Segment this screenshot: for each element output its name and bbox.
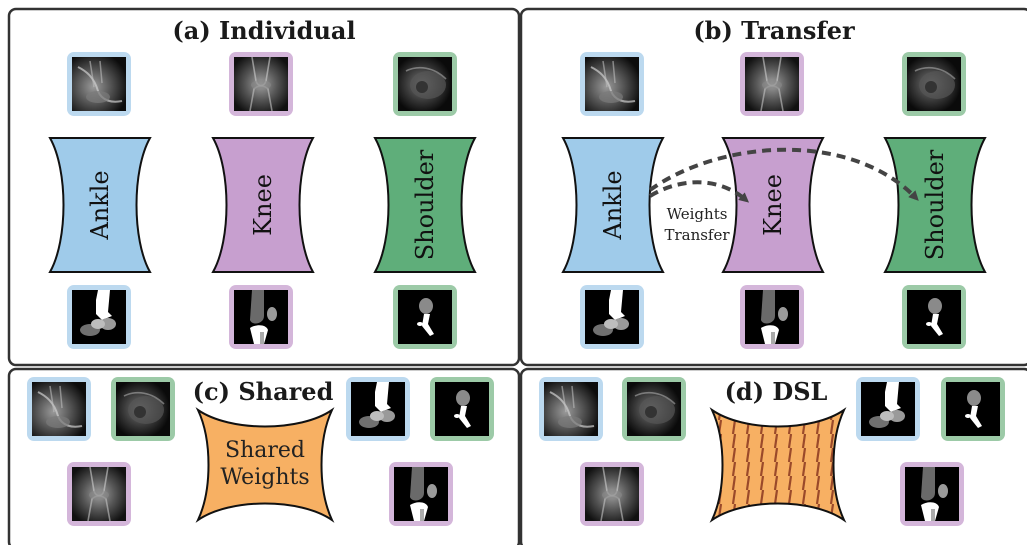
panel-a-shoulder-mri-thumb — [393, 52, 457, 116]
shared-weights-line1: Shared — [225, 438, 305, 463]
transfer-arrow-ankle-to-knee — [648, 180, 750, 203]
panel-b-shoulder-mri-thumb — [902, 52, 966, 116]
panel-b-ankle-label: Ankle — [599, 170, 627, 240]
panel-b-border — [519, 7, 1027, 367]
panel-c-knee-seg-thumb — [389, 462, 453, 526]
panel-c-shoulder-mri-thumb — [111, 377, 175, 441]
panel-b-title: (b) Transfer — [693, 16, 855, 45]
panel-d-shoulder-seg-thumb — [941, 377, 1005, 441]
transfer-arrow-ankle-to-shoulder — [648, 147, 919, 201]
panel-a-title: (a) Individual — [172, 16, 355, 45]
panel-c-shoulder-seg-thumb — [430, 377, 494, 441]
shared-weights-network: Shared Weights — [195, 407, 335, 523]
panel-d-shoulder-mri-thumb — [622, 377, 686, 441]
weights-transfer-line1: Weights — [667, 205, 728, 223]
panel-a-knee-network: Knee — [211, 137, 315, 273]
panel-d-knee-seg-thumb — [900, 462, 964, 526]
panel-a-knee-label: Knee — [249, 174, 277, 236]
panel-a-ankle-label: Ankle — [86, 170, 114, 240]
panel-a-knee-seg-thumb — [229, 285, 293, 349]
panel-c-border — [7, 367, 521, 545]
panel-c-title: (c) Shared — [193, 377, 334, 406]
panel-a-ankle-seg-thumb — [67, 285, 131, 349]
panel-c-ankle-seg-thumb — [346, 377, 410, 441]
panel-a-shoulder-seg-thumb — [393, 285, 457, 349]
panel-d-ankle-mri-thumb — [539, 377, 603, 441]
panel-a-ankle-network: Ankle — [48, 137, 152, 273]
panel-d-knee-mri-thumb — [580, 462, 644, 526]
panel-b-ankle-mri-thumb — [580, 52, 644, 116]
panel-a-border — [7, 7, 521, 367]
panel-c-ankle-mri-thumb — [27, 377, 91, 441]
panel-b-ankle-seg-thumb — [580, 285, 644, 349]
panel-a-shoulder-label: Shoulder — [411, 149, 439, 260]
panel-b-knee-mri-thumb — [740, 52, 804, 116]
panel-d-title: (d) DSL — [725, 377, 828, 406]
panel-b-knee-network: Knee — [721, 137, 825, 273]
panel-b-knee-seg-thumb — [740, 285, 804, 349]
panel-b-shoulder-network: Shoulder — [883, 137, 987, 273]
panel-d-ankle-seg-thumb — [856, 377, 920, 441]
panel-c-knee-mri-thumb — [67, 462, 131, 526]
panel-a-shoulder-network: Shoulder — [373, 137, 477, 273]
dsl-network — [709, 407, 847, 523]
panel-b-shoulder-label: Shoulder — [921, 149, 949, 260]
shared-weights-line2: Weights — [220, 465, 309, 490]
panel-b-ankle-network: Ankle — [561, 137, 665, 273]
panel-d-border — [519, 367, 1027, 545]
weights-transfer-line2: Transfer — [664, 226, 730, 244]
panel-b-shoulder-seg-thumb — [902, 285, 966, 349]
panel-b-knee-label: Knee — [759, 174, 787, 236]
panel-a-ankle-mri-thumb — [67, 52, 131, 116]
panel-a-knee-mri-thumb — [229, 52, 293, 116]
